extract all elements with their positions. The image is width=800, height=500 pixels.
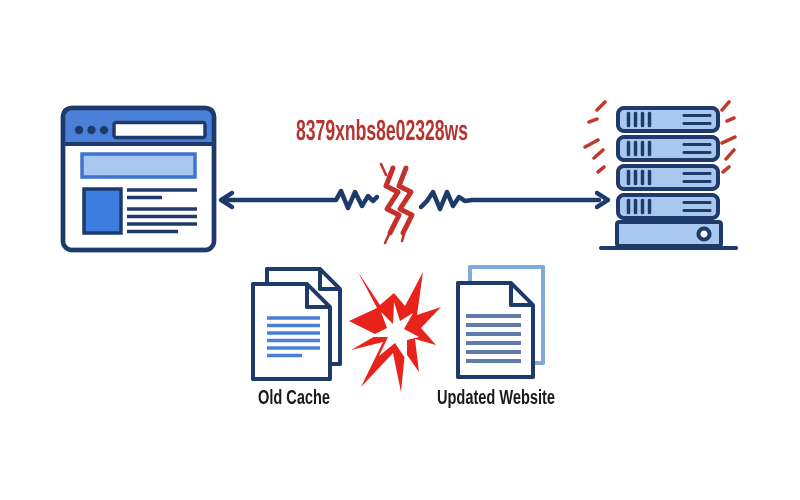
arrowhead-right bbox=[594, 190, 611, 210]
front-document-fold bbox=[509, 283, 533, 307]
browser-window-icon bbox=[60, 105, 217, 253]
server-slot-vents bbox=[626, 111, 652, 215]
old-cache-label: Old Cache bbox=[258, 386, 330, 409]
browser-hero-banner bbox=[80, 152, 197, 179]
collision-burst-icon bbox=[349, 272, 441, 392]
bolt-stroke bbox=[383, 165, 402, 236]
browser-content-block bbox=[82, 187, 123, 235]
server-rack-icon bbox=[583, 100, 738, 250]
front-document-fold bbox=[305, 284, 330, 309]
burst-inner bbox=[369, 302, 419, 361]
connection-arrow-icon bbox=[218, 188, 611, 212]
updated-website-label: Updated Website bbox=[437, 386, 555, 409]
connection-line-left bbox=[221, 188, 380, 211]
bolt-spark bbox=[379, 162, 388, 177]
bolt-spark bbox=[400, 225, 408, 243]
bolt-stroke bbox=[396, 165, 415, 236]
document-text-lines bbox=[466, 314, 521, 363]
browser-outline bbox=[60, 105, 217, 253]
document-text-lines bbox=[267, 316, 320, 358]
broken-connection-bolt-icon bbox=[379, 162, 415, 245]
old-cache-document-stack-icon bbox=[251, 267, 342, 381]
browser-dot-icon bbox=[74, 125, 84, 135]
connection-line-right bbox=[418, 189, 602, 212]
bolt-spark bbox=[383, 230, 392, 245]
arrowhead-left bbox=[218, 190, 235, 210]
error-code-text: 8379xnbs8e02328ws bbox=[296, 115, 468, 147]
updated-website-document-stack-icon bbox=[456, 265, 545, 379]
alert-sparks-icon bbox=[583, 100, 737, 174]
server-status-lines bbox=[682, 114, 712, 212]
browser-text-lines bbox=[127, 188, 197, 234]
browser-address-bar bbox=[112, 120, 207, 140]
browser-dot-icon bbox=[99, 125, 109, 135]
server-power-button bbox=[696, 226, 712, 242]
browser-dot-icon bbox=[87, 125, 96, 135]
back-document-fold bbox=[318, 269, 340, 291]
